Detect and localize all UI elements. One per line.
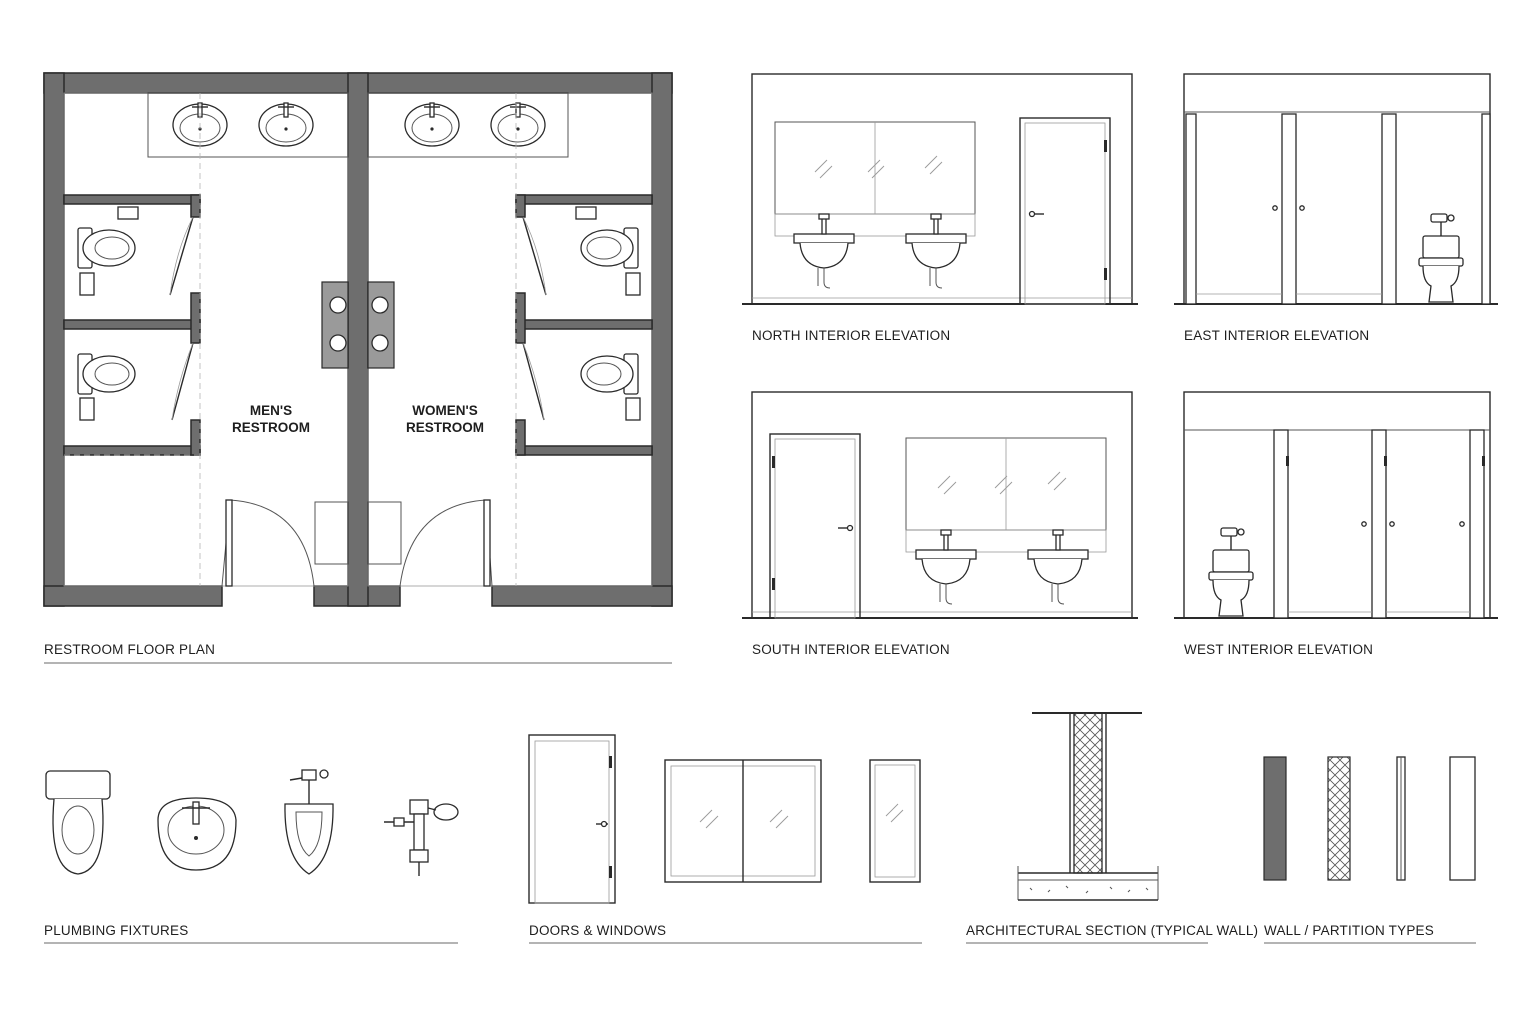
doors-windows: DOORS & WINDOWS	[528, 734, 922, 944]
north-elevation: NORTH INTERIOR ELEVATION	[742, 73, 1138, 343]
west-stall-partitions	[1273, 429, 1485, 619]
womens-sink-1	[404, 102, 460, 147]
partition-type-hatched	[1327, 756, 1351, 881]
womens-toilet-2	[580, 353, 639, 395]
womens-stalls	[515, 194, 653, 456]
urinal-symbol	[284, 769, 334, 875]
south-elevation: SOUTH INTERIOR ELEVATION	[742, 391, 1138, 657]
exterior-walls	[43, 72, 673, 607]
plumbing-fixtures: PLUMBING FIXTURES	[44, 769, 459, 944]
west-toilet	[1208, 527, 1254, 617]
womens-vanity-counter	[367, 92, 569, 158]
entry-doors	[221, 499, 493, 587]
mens-vanity-counter	[147, 92, 349, 158]
fixed-window-symbol	[869, 759, 921, 883]
east-elevation-title: EAST INTERIOR ELEVATION	[1184, 328, 1369, 343]
mens-toilet-1	[77, 227, 136, 269]
womens-room-label-line2: RESTROOM	[406, 420, 484, 435]
south-sink-2	[1027, 529, 1089, 605]
mens-sink-2	[258, 102, 314, 147]
mens-toilet-2	[77, 353, 136, 395]
section-title: ARCHITECTURAL SECTION (TYPICAL WALL)	[966, 923, 1258, 938]
plumbing-fixtures-title: PLUMBING FIXTURES	[44, 923, 188, 938]
partition-types: WALL / PARTITION TYPES	[1263, 756, 1476, 944]
east-toilet	[1418, 213, 1464, 303]
wall-dispensers	[321, 281, 395, 369]
door-symbol	[528, 734, 616, 904]
south-door	[769, 433, 861, 619]
sliding-window-symbol	[664, 759, 822, 883]
flush-valve-symbol	[384, 799, 459, 876]
west-elevation-title: WEST INTERIOR ELEVATION	[1184, 642, 1373, 657]
mens-room-label-line1: MEN'S	[250, 403, 292, 418]
mens-room-label-line2: RESTROOM	[232, 420, 310, 435]
south-elevation-title: SOUTH INTERIOR ELEVATION	[752, 642, 950, 657]
north-sink-2	[905, 213, 967, 289]
partition-type-solid	[1263, 756, 1287, 881]
womens-toilet-1	[580, 227, 639, 269]
floor-plan: MEN'S RESTROOM WOMEN'S RESTROOM RESTROOM…	[43, 72, 673, 664]
north-elevation-title: NORTH INTERIOR ELEVATION	[752, 328, 950, 343]
east-stall-partitions	[1185, 113, 1491, 305]
south-sink-1	[915, 529, 977, 605]
floor-plan-title: RESTROOM FLOOR PLAN	[44, 642, 215, 657]
sink-plan-symbol	[157, 797, 237, 871]
toilet-plan-symbol	[45, 770, 111, 875]
womens-room-label-line1: WOMEN'S	[412, 403, 477, 418]
wall-section: ARCHITECTURAL SECTION (TYPICAL WALL)	[966, 712, 1258, 944]
partition-type-open	[1449, 756, 1476, 881]
north-sink-1	[793, 213, 855, 289]
north-door	[1019, 117, 1111, 305]
west-elevation: WEST INTERIOR ELEVATION	[1174, 391, 1498, 657]
mens-stalls	[63, 194, 201, 456]
east-elevation: EAST INTERIOR ELEVATION	[1174, 73, 1498, 343]
partition-types-title: WALL / PARTITION TYPES	[1264, 923, 1434, 938]
womens-sink-2	[490, 102, 546, 147]
doors-windows-title: DOORS & WINDOWS	[529, 923, 666, 938]
